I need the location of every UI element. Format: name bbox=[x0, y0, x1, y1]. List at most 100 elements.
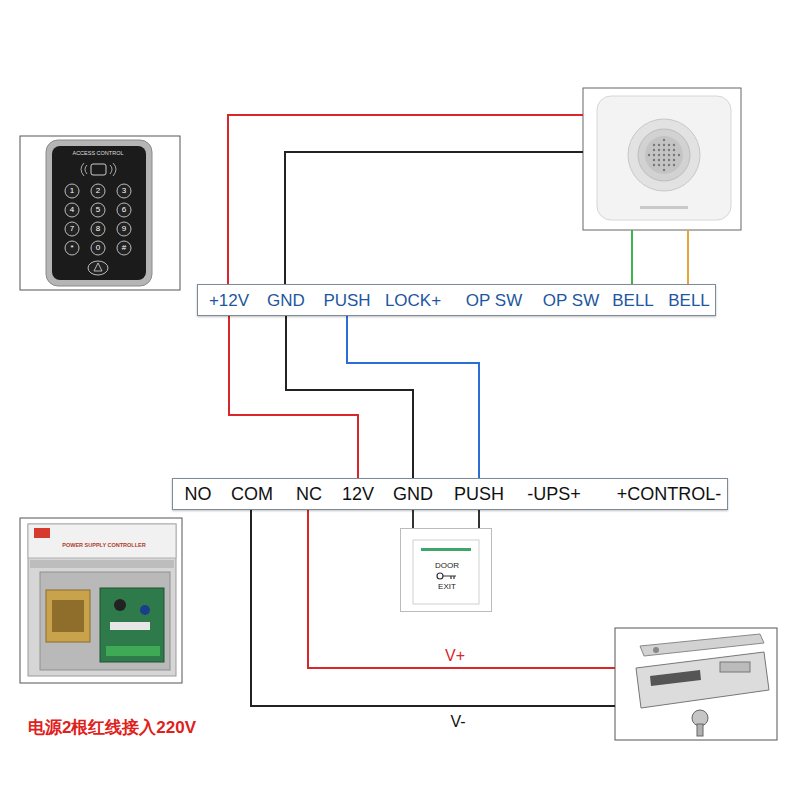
exit-button-picture bbox=[421, 548, 471, 551]
exit-button-picture bbox=[413, 540, 479, 604]
bell-grille bbox=[663, 144, 665, 146]
bell-grille bbox=[653, 164, 655, 166]
power-supply-picture bbox=[40, 572, 170, 670]
power-supply-picture bbox=[52, 600, 84, 632]
exit-button-picture bbox=[437, 573, 443, 579]
bell-grille bbox=[658, 164, 660, 166]
bell-grille bbox=[668, 159, 670, 161]
keypad-picture bbox=[88, 261, 108, 275]
wire bbox=[687, 230, 689, 284]
pin-name: +12V bbox=[209, 292, 249, 309]
exit-button: DOOREXIT bbox=[400, 528, 492, 612]
key-label: 4 bbox=[70, 206, 74, 214]
wire bbox=[286, 316, 413, 478]
pin-name: PUSH bbox=[323, 292, 370, 309]
keypad-picture bbox=[46, 140, 152, 286]
key-label: 0 bbox=[96, 244, 100, 252]
pin-name: -UPS+ bbox=[527, 485, 581, 503]
bell-picture bbox=[640, 206, 688, 209]
exit-button-picture bbox=[413, 540, 479, 604]
key-label: # bbox=[122, 244, 126, 252]
wire bbox=[631, 230, 633, 284]
keypad-picture bbox=[81, 163, 87, 176]
power-supply-picture bbox=[106, 646, 160, 656]
pin-name: LOCK+ bbox=[385, 292, 441, 309]
key-label: 1 bbox=[70, 187, 74, 195]
power-supply-picture bbox=[30, 560, 174, 568]
wire-label: V- bbox=[450, 714, 465, 730]
bell-picture bbox=[583, 88, 741, 230]
lock-picture bbox=[720, 662, 750, 672]
pin-name: PUSH bbox=[454, 485, 504, 503]
power-supply-picture bbox=[28, 524, 176, 676]
wire bbox=[347, 316, 479, 478]
power-supply-picture bbox=[20, 518, 182, 683]
key-label: * bbox=[70, 244, 73, 252]
power-supply-picture bbox=[100, 588, 164, 662]
lock-picture bbox=[697, 724, 703, 736]
wire bbox=[412, 510, 414, 528]
keypad-key bbox=[65, 203, 79, 217]
pin-name: BELL bbox=[668, 292, 710, 309]
bell-grille bbox=[653, 144, 655, 146]
keypad-key bbox=[91, 241, 105, 255]
keypad-key bbox=[117, 184, 131, 198]
bell-grille bbox=[658, 144, 660, 146]
bell-grille bbox=[663, 149, 665, 151]
bell-picture bbox=[645, 136, 683, 174]
keypad-key bbox=[117, 203, 131, 217]
pin-name: +CONTROL- bbox=[617, 485, 722, 503]
bell-grille bbox=[668, 144, 670, 146]
wire bbox=[478, 510, 480, 528]
pin-name: OP SW bbox=[543, 292, 599, 309]
bell-picture bbox=[597, 96, 731, 220]
wire bbox=[285, 152, 583, 284]
button-text: EXIT bbox=[438, 583, 456, 591]
key-label: 8 bbox=[96, 225, 100, 233]
wire-label: V+ bbox=[445, 648, 465, 664]
pin-name: COM bbox=[231, 485, 273, 503]
device-print: POWER SUPPLY CONTROLLER bbox=[62, 543, 145, 549]
power-supply-picture bbox=[20, 518, 182, 683]
keypad-picture bbox=[91, 164, 106, 175]
keypad-key bbox=[117, 222, 131, 236]
exit-button-picture bbox=[443, 576, 456, 579]
keypad-key bbox=[65, 184, 79, 198]
note-text: 电源2根红线接入220V bbox=[28, 719, 196, 736]
bell-grille bbox=[658, 154, 660, 156]
bell-picture bbox=[583, 88, 741, 230]
keypad-key bbox=[117, 241, 131, 255]
key-label: 9 bbox=[122, 225, 126, 233]
bell-grille bbox=[648, 154, 650, 156]
lock-picture bbox=[650, 670, 701, 686]
keypad-key bbox=[91, 184, 105, 198]
lock-picture bbox=[615, 628, 777, 740]
terminal-strip: +12VGNDPUSHLOCK+OP SWOP SWBELLBELL bbox=[197, 284, 716, 316]
bell-grille bbox=[678, 154, 680, 156]
bell-grille bbox=[658, 159, 660, 161]
bell-grille bbox=[663, 139, 665, 141]
pin-name: 12V bbox=[342, 485, 374, 503]
key-label: 7 bbox=[70, 225, 74, 233]
keypad-picture bbox=[94, 263, 102, 271]
device-print: ACCESS CONTROL bbox=[72, 151, 123, 157]
power-supply-picture bbox=[46, 590, 90, 642]
pin-name: NO bbox=[185, 485, 212, 503]
bell-grille bbox=[658, 149, 660, 151]
bell-grille bbox=[663, 169, 665, 171]
keypad-picture bbox=[20, 136, 180, 290]
keypad-key bbox=[65, 241, 79, 255]
keypad-key bbox=[91, 203, 105, 217]
terminal-strip: NOCOMNC12VGNDPUSH-UPS++CONTROL- bbox=[172, 478, 728, 510]
bell-grille bbox=[663, 154, 665, 156]
key-label: 3 bbox=[122, 187, 126, 195]
bell-picture bbox=[638, 129, 690, 181]
power-supply-picture bbox=[34, 528, 50, 538]
bell-picture bbox=[628, 119, 700, 191]
pin-name: OP SW bbox=[466, 292, 522, 309]
keypad-key bbox=[65, 222, 79, 236]
keypad-key bbox=[65, 184, 131, 255]
